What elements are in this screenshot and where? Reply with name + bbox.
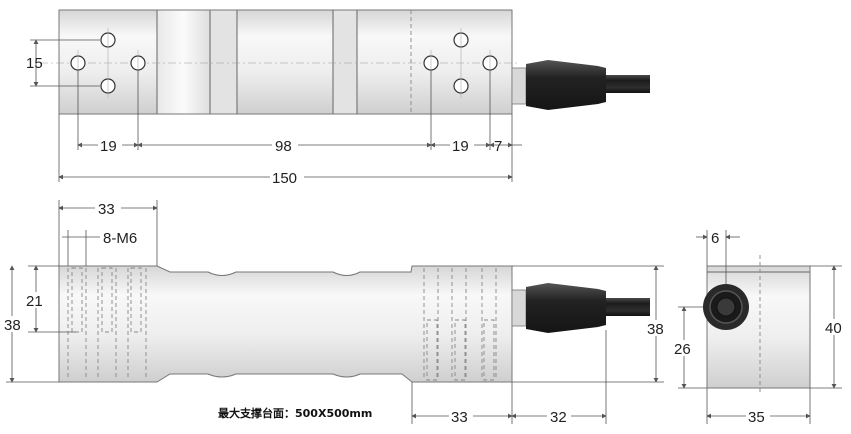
- side-body: [58, 265, 513, 383]
- cable-end: [716, 297, 736, 317]
- dim-text: 8-M6: [103, 230, 137, 247]
- cable: [606, 75, 650, 93]
- dim-end: 6 26 40 35: [672, 230, 847, 426]
- dim-text: 6: [711, 230, 719, 247]
- cable-boss: [511, 67, 527, 105]
- dim-text: 38: [4, 317, 21, 334]
- dim-text: 21: [26, 293, 43, 310]
- strain-relief-side: [526, 283, 606, 333]
- dim-text: 33: [98, 201, 115, 218]
- dim-text: 26: [674, 341, 691, 358]
- dim-text: 35: [748, 409, 765, 426]
- dim-text: 19: [452, 138, 469, 155]
- max-platform-note: 最大支撑台面：500X500mm: [218, 406, 372, 420]
- top-body: [58, 9, 513, 115]
- dim-side: 33 8-M6 21 38 38 33 32: [3, 200, 668, 426]
- dim-text: 98: [275, 138, 292, 155]
- cable-side: [606, 298, 650, 316]
- dim-text: 32: [550, 409, 567, 426]
- dim-text: 150: [272, 170, 297, 187]
- top-band-left: [157, 10, 210, 114]
- strain-relief: [526, 60, 606, 110]
- dim-top-horizontal: 19 98 19 7 150: [58, 70, 522, 187]
- dim-text: 7: [494, 138, 502, 155]
- thread-holes-left: [71, 267, 142, 333]
- end-view: [703, 255, 811, 395]
- dim-text: 15: [26, 55, 43, 72]
- side-view: [58, 265, 650, 383]
- dim-text: 33: [451, 409, 468, 426]
- dim-top-hole-spacing: 15: [26, 39, 100, 87]
- dim-text: 19: [100, 138, 117, 155]
- dim-text: 40: [825, 320, 842, 337]
- dim-text: 38: [647, 321, 664, 338]
- top-view: [40, 9, 650, 115]
